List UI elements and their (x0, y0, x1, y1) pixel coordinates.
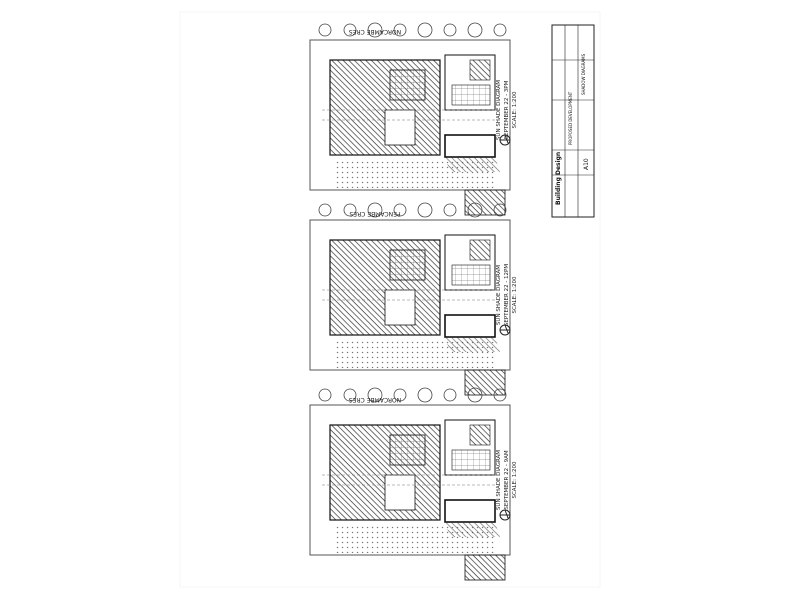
title-block: Building Design PROPOSED DEVELOPMENT SHA… (551, 24, 595, 218)
plan-diagram-middle (309, 202, 511, 396)
caption-top-line2: SEPTEMBER 22 - 3PM (504, 80, 510, 139)
caption-middle: SUN SHADE DIAGRAM SEPTEMBER 22 - 12PM SC… (496, 264, 518, 326)
street-label-mid: PENCAMBE CRES (349, 210, 400, 217)
street-label-top: NORCAMBE CRES (349, 28, 402, 35)
title-block-project: PROPOSED DEVELOPMENT (568, 91, 573, 145)
title-block-sheet-no: A10 (583, 158, 590, 170)
caption-top-line1: SUN SHADE DIAGRAM (496, 80, 502, 140)
plan-diagram-bottom (309, 387, 511, 581)
caption-bottom: SUN SHADE DIAGRAM SEPTEMBER 22 - 9AM SCA… (496, 450, 518, 510)
north-arrow-icon (499, 134, 511, 521)
caption-middle-line2: SEPTEMBER 22 - 12PM (504, 264, 510, 326)
caption-bottom-line2: SEPTEMBER 22 - 9AM (504, 450, 510, 509)
caption-bottom-line3: SCALE: 1:200 (512, 461, 518, 499)
title-block-firm: Building Design (555, 152, 562, 205)
caption-middle-line3: SCALE: 1:200 (512, 276, 518, 314)
street-label-bottom: NORCAMBE CRES (349, 396, 402, 403)
caption-bottom-line1: SUN SHADE DIAGRAM (496, 450, 502, 510)
caption-top: SUN SHADE DIAGRAM SEPTEMBER 22 - 3PM SCA… (496, 80, 518, 140)
plan-diagram-top (309, 22, 511, 216)
caption-middle-line1: SUN SHADE DIAGRAM (496, 265, 502, 325)
title-block-drawing: SHADOW DIAGRAMS (581, 53, 586, 95)
caption-top-line3: SCALE: 1:200 (512, 91, 518, 129)
